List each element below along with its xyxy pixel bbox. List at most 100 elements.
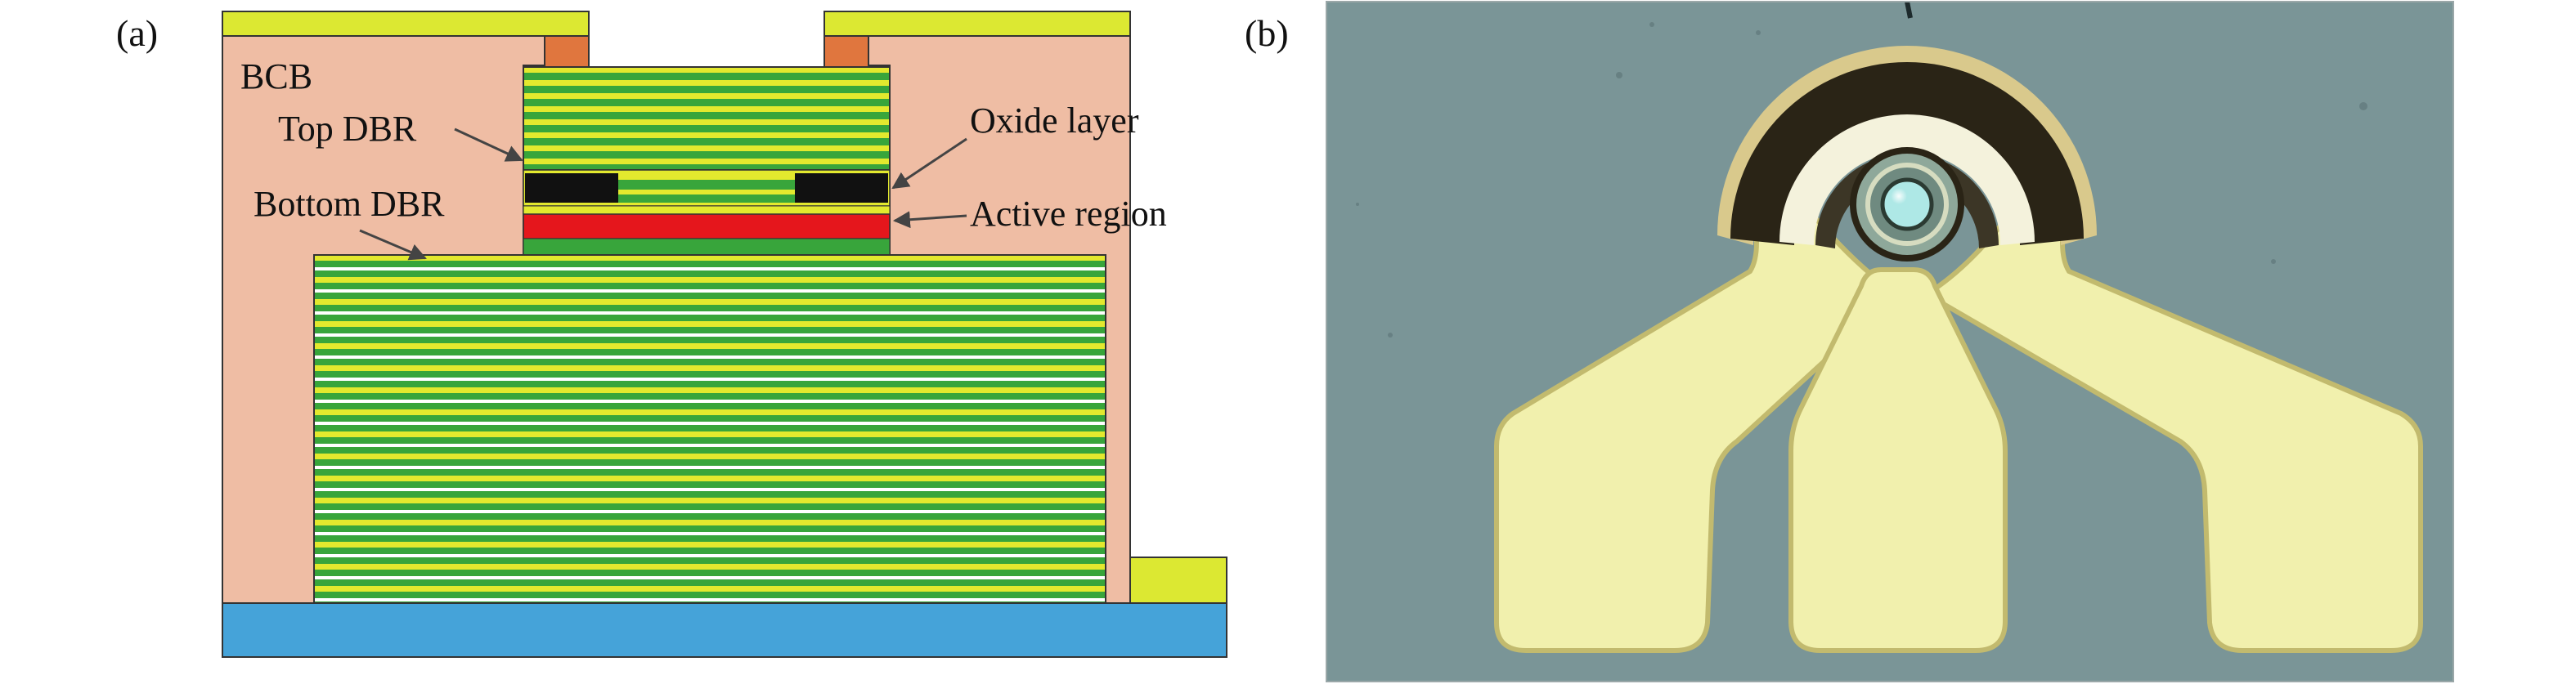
bottom-dbr-layer — [314, 532, 1106, 535]
gold-pad-center — [1788, 267, 2008, 653]
active-region — [523, 213, 891, 239]
bottom-dbr-layer — [314, 333, 1106, 337]
label-bcb: BCB — [240, 56, 312, 96]
bottom-dbr-layer — [314, 576, 1106, 579]
top-dbr-layer — [523, 93, 890, 99]
bottom-dbr-layer — [314, 525, 1106, 532]
top-dbr-layer — [523, 67, 890, 73]
bottom-dbr-layer — [314, 321, 1106, 327]
bottom-dbr-layer — [314, 488, 1106, 491]
bottom-dbr-layer — [314, 315, 1106, 321]
active-lower-cladding — [523, 238, 891, 256]
top-dbr-layer — [523, 119, 890, 125]
bottom-dbr-layer — [314, 289, 1106, 293]
bottom-dbr-layer — [314, 299, 1106, 305]
bottom-dbr-layer — [314, 270, 1106, 277]
top-dbr-layer — [523, 86, 890, 93]
bottom-dbr-layer — [314, 255, 1106, 261]
bottom-dbr-layer — [314, 365, 1106, 371]
bottom-dbr-layer — [314, 570, 1106, 576]
bottom-dbr-layer — [314, 586, 1106, 592]
via-contact-left — [544, 35, 590, 68]
bottom-dbr-layer — [314, 393, 1106, 400]
substrate — [222, 602, 1227, 658]
bottom-dbr-layer — [314, 469, 1106, 476]
bottom-dbr-layer — [314, 598, 1106, 601]
bottom-dbr-layer — [314, 337, 1106, 343]
aperture-highlight — [1891, 188, 1907, 204]
bottom-dbr-layer — [314, 454, 1106, 459]
top-dbr-layer — [523, 138, 890, 145]
top-dbr-layer — [523, 73, 890, 80]
arrow-top-dbr — [454, 127, 523, 162]
emission-aperture — [1880, 177, 1934, 231]
top-scratch — [1905, 2, 1913, 19]
label-oxide-layer: Oxide layer — [970, 101, 1139, 141]
bottom-dbr-layer — [314, 359, 1106, 365]
bottom-dbr-layer — [314, 293, 1106, 299]
bottom-dbr-layer — [314, 513, 1106, 520]
arrow-active-region — [892, 211, 967, 229]
top-dbr-layer — [523, 112, 890, 119]
bottom-dbr-layer — [314, 267, 1106, 270]
top-dbr-layer — [523, 80, 890, 86]
bottom-dbr-layer — [314, 343, 1106, 349]
bottom-dbr-layer — [314, 491, 1106, 498]
bottom-dbr-layer — [314, 387, 1106, 393]
bottom-dbr-layer — [314, 554, 1106, 557]
top-electrode-left — [222, 11, 590, 37]
bottom-dbr-outline — [313, 254, 1106, 604]
active-spacer — [523, 205, 891, 215]
gold-pad-right — [1922, 168, 2423, 653]
oxide-layer-left — [525, 173, 618, 203]
bottom-dbr-layer — [314, 466, 1106, 469]
panel-b-tag: (b) — [1245, 12, 1289, 54]
panel-a-cross-section: (a) BCB Top DBR Bo — [116, 11, 1227, 658]
bottom-dbr-layer — [314, 371, 1106, 378]
panel-a-tag: (a) — [116, 12, 158, 54]
bottom-dbr-layer — [314, 476, 1106, 481]
bottom-dbr-layer — [314, 311, 1106, 315]
arrow-oxide-layer — [891, 137, 967, 190]
via-contact-right — [824, 35, 869, 68]
top-dbr-layer — [523, 159, 890, 164]
bottom-dbr-layer — [314, 510, 1106, 513]
bottom-dbr-layer — [314, 277, 1106, 283]
bottom-dbr-layer — [314, 381, 1106, 387]
label-top-dbr: Top DBR — [278, 109, 417, 149]
panel-b-micrograph: (b) — [1245, 1, 2454, 682]
aperture-stripe-1 — [618, 180, 795, 190]
bottom-dbr-layer — [314, 447, 1106, 454]
label-active-region: Active region — [970, 194, 1167, 234]
bottom-dbr-layer — [314, 542, 1106, 548]
bottom-dbr-layer — [314, 535, 1106, 542]
bottom-dbr-layer — [314, 481, 1106, 488]
top-dbr-layer — [523, 106, 890, 112]
bottom-dbr-layer — [314, 403, 1106, 409]
bottom-dbr-layer — [314, 349, 1106, 355]
top-electrode-right — [824, 11, 1131, 37]
top-dbr-layer — [523, 151, 890, 159]
top-dbr-layer — [523, 132, 890, 138]
bottom-dbr-layer — [314, 355, 1106, 359]
top-dbr-stack — [523, 66, 891, 171]
arrow-bottom-dbr — [359, 229, 427, 261]
bottom-dbr-layer — [314, 378, 1106, 381]
bottom-dbr-layer — [314, 557, 1106, 564]
bottom-dbr-layer — [314, 520, 1106, 525]
bottom-dbr-layer — [314, 409, 1106, 415]
ring-contact-bright — [1779, 114, 2035, 245]
bottom-dbr-layer — [314, 425, 1106, 431]
bottom-dbr-layer — [314, 579, 1106, 586]
bottom-dbr-layer — [314, 400, 1106, 403]
top-dbr-layer — [523, 125, 890, 132]
bottom-dbr-layer — [314, 498, 1106, 503]
top-dbr-layer — [523, 99, 890, 106]
top-dbr-layer — [523, 145, 890, 151]
aperture-stripe-2 — [618, 194, 795, 203]
bottom-contact-pad — [1129, 557, 1227, 604]
bottom-dbr-layer — [314, 431, 1106, 437]
label-bottom-dbr: Bottom DBR — [254, 184, 445, 224]
bottom-dbr-layer — [314, 261, 1106, 267]
